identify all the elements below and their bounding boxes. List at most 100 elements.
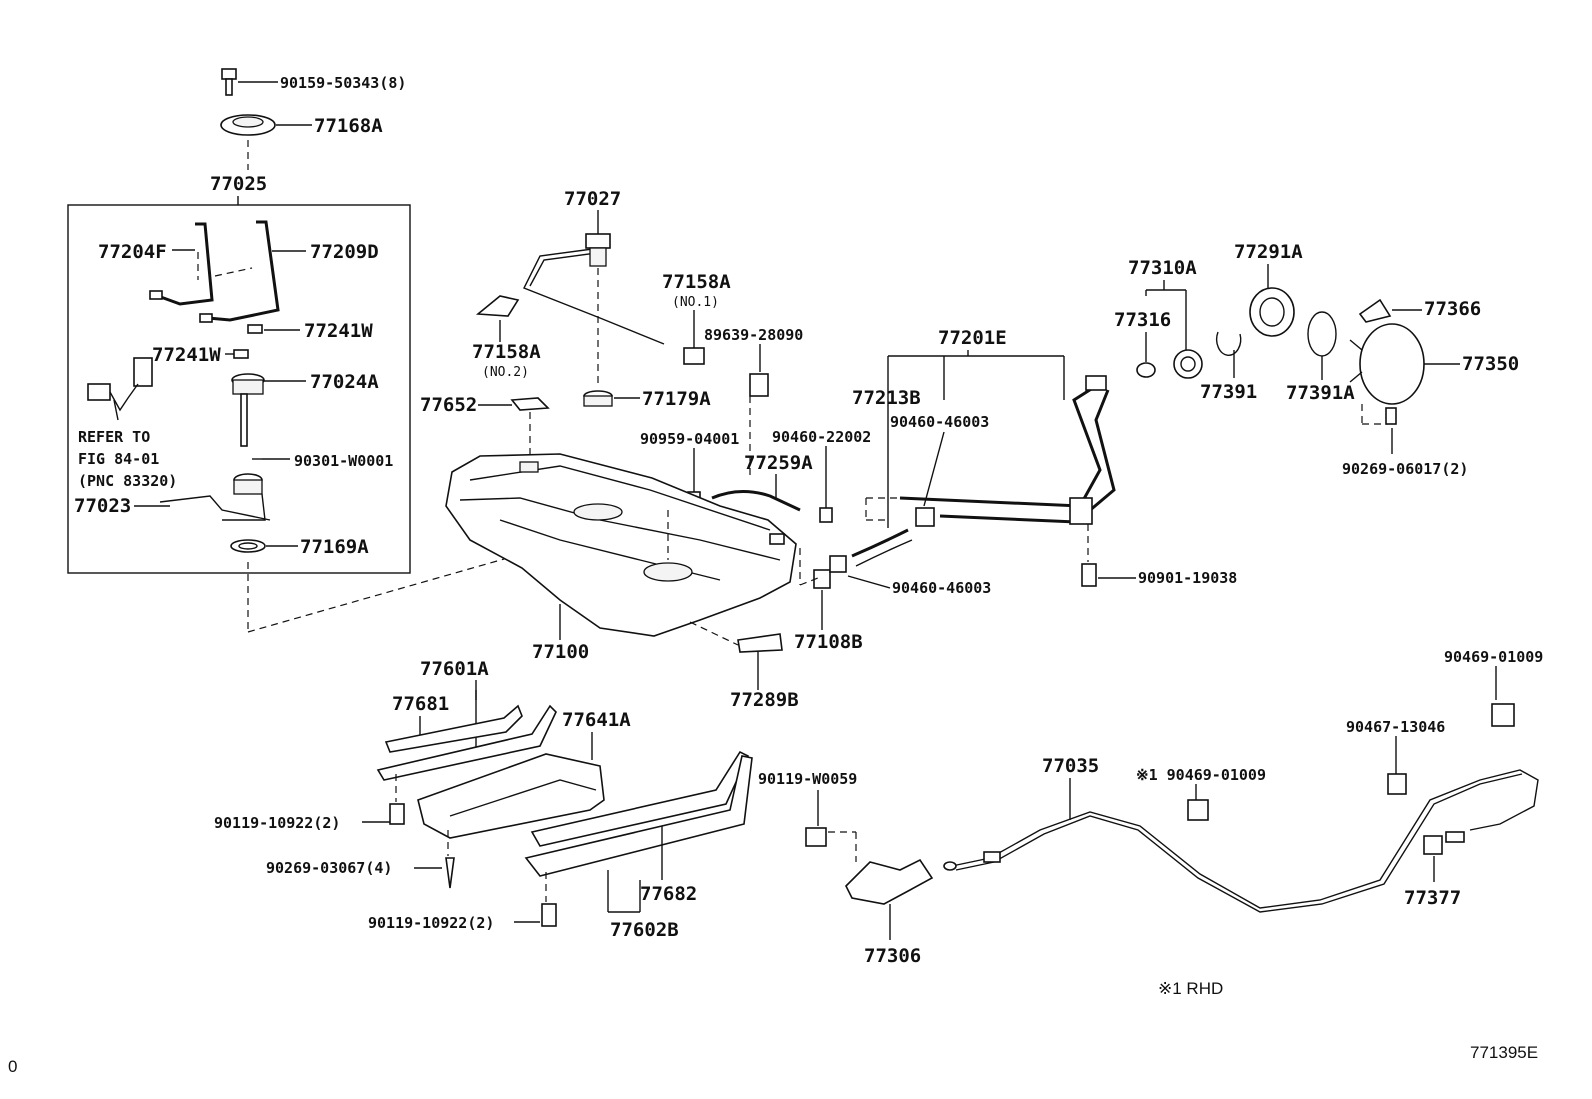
label-90119-W0059: 90119-W0059 — [758, 770, 857, 788]
bolt-90159-shape — [221, 68, 237, 96]
clamp-90460-22002-shape — [819, 507, 833, 523]
fuel-tank-77100-shape — [445, 453, 797, 637]
retainer-ring-77168A-shape — [220, 114, 276, 136]
label-77310A: 77310A — [1128, 257, 1197, 279]
clip-90467-13046-shape — [1387, 773, 1407, 795]
screw-90269-06017-shape — [1385, 407, 1397, 425]
label-77291A: 77291A — [1234, 241, 1303, 263]
label-77100: 77100 — [532, 641, 589, 663]
label-77158A-no1: 77158A — [662, 271, 731, 293]
refer-note-line1: REFER TO — [78, 428, 150, 446]
fuel-pump-assembly-group: 90159-50343(8) 77168A 77025 77204F 77209… — [67, 68, 677, 633]
band-77602B-shape — [524, 755, 753, 877]
label-90119-10922-b: 90119-10922(2) — [368, 914, 494, 932]
label-90460-22002: 90460-22002 — [772, 428, 871, 446]
rhd-footnote: ※1 RHD — [1158, 979, 1223, 998]
refer-note-line2: FIG 84-01 — [78, 450, 159, 468]
label-77289B: 77289B — [730, 689, 799, 711]
fuel-door-77350-shape — [1349, 323, 1425, 405]
assembly-frame — [67, 204, 411, 574]
pad-77681-shape — [384, 704, 523, 753]
label-77241W-b: 77241W — [152, 344, 221, 366]
lock-77377-shape — [1423, 835, 1443, 855]
gasket-77316-shape — [1136, 362, 1156, 378]
protector-77289B-shape — [737, 633, 783, 653]
label-77601A: 77601A — [420, 658, 489, 680]
refer-note-line3: (PNC 83320) — [78, 472, 177, 490]
clip-77241W-b-shape — [233, 349, 249, 359]
tube-77204F-shape — [157, 222, 214, 306]
vent-tube-77027-shape — [523, 247, 665, 345]
label-77204F: 77204F — [98, 241, 167, 263]
bolt-90119-10922-a-shape — [389, 803, 405, 825]
clamp-90460-46003-b-shape — [829, 555, 847, 573]
label-90119-10922-a: 90119-10922(2) — [214, 814, 340, 832]
label-77201E: 77201E — [938, 327, 1007, 349]
filler-pipe-group: 77201E 77213B 90460-46003 90460-46003 90… — [829, 241, 1519, 597]
label-89639-28090: 89639-28090 — [704, 326, 803, 344]
label-77158A-no2: 77158A — [472, 341, 541, 363]
label-77025: 77025 — [210, 173, 267, 195]
hinge-77366-shape — [1358, 298, 1392, 323]
label-90460-46003-b: 90460-46003 — [892, 579, 991, 597]
tube-77209D-shape — [207, 220, 280, 322]
label-77108B: 77108B — [794, 631, 863, 653]
label-77306: 77306 — [864, 945, 921, 967]
clamp-77158A-no1-shape — [683, 347, 705, 365]
label-77024A: 77024A — [310, 371, 379, 393]
pad-77652-shape — [510, 397, 550, 411]
filler-neck-77291A-shape — [1249, 287, 1295, 337]
hose-77213B-shape — [851, 528, 909, 558]
figure-code: 771395E — [1470, 1043, 1538, 1062]
label-77391: 77391 — [1200, 381, 1257, 403]
gasket-77169A-shape — [230, 539, 266, 553]
label-77377: 77377 — [1404, 887, 1461, 909]
wire-harness-connector-shape — [87, 357, 153, 421]
label-77316: 77316 — [1114, 309, 1171, 331]
clip-77241W-a-shape — [247, 324, 263, 334]
label-77391A: 77391A — [1286, 382, 1355, 404]
label-77366: 77366 — [1424, 298, 1481, 320]
cable-77035-shape — [951, 769, 1539, 909]
tank-bands-group: 77601A 77681 77641A 90119-10922(2) 90269… — [214, 658, 753, 941]
label-77681: 77681 — [392, 693, 449, 715]
label-90469-01009-a: ※1 90469-01009 — [1136, 766, 1266, 784]
clip-90269-03067-shape — [445, 857, 455, 889]
fuel-tank-group: 77027 77158A (NO.1) 77158A (NO.2) 89639-… — [420, 188, 871, 711]
lever-77306-shape — [845, 858, 934, 905]
label-77213B: 77213B — [852, 387, 921, 409]
label-77158A-no2-sub: (NO.2) — [482, 365, 529, 380]
oring-77391A-shape — [1307, 311, 1337, 357]
label-77241W-a: 77241W — [304, 320, 373, 342]
label-77027: 77027 — [564, 188, 621, 210]
bolt-90119-W0059-shape — [805, 827, 827, 847]
label-77350: 77350 — [1462, 353, 1519, 375]
fuel-sender-gauge-77024A-shape — [231, 373, 265, 447]
clamp-90469-01009-a-shape — [1187, 799, 1209, 821]
fuel-lid-opener-group: 90119-W0059 77306 77035 ※1 90469-01009 9… — [758, 648, 1543, 998]
label-77179A: 77179A — [642, 388, 711, 410]
label-77652: 77652 — [420, 394, 477, 416]
label-77641A: 77641A — [562, 709, 631, 731]
label-90159-50343: 90159-50343(8) — [280, 74, 406, 92]
pad-77682-shape — [530, 750, 750, 847]
label-77169A: 77169A — [300, 536, 369, 558]
bolt-90119-10922-b-shape — [541, 903, 557, 927]
label-77023: 77023 — [74, 495, 131, 517]
label-77158A-no1-sub: (NO.1) — [672, 295, 719, 310]
clamp-90469-01009-b-shape — [1491, 703, 1515, 727]
bolt-90901-shape — [1081, 563, 1097, 587]
sensor-89639-shape — [749, 373, 769, 397]
filler-pipe-77201E-shape — [899, 384, 1102, 508]
label-90467-13046: 90467-13046 — [1346, 718, 1445, 736]
oring-77391-shape — [1215, 331, 1242, 356]
label-90469-01009-b: 90469-01009 — [1444, 648, 1543, 666]
label-77168A: 77168A — [314, 115, 383, 137]
label-90269-03067: 90269-03067(4) — [266, 859, 392, 877]
band-77601A-shape — [376, 704, 557, 781]
fuel-cap-77310A-shape — [1173, 349, 1203, 379]
label-90269-06017: 90269-06017(2) — [1342, 460, 1468, 478]
label-77209D: 77209D — [310, 241, 379, 263]
label-90959-04001: 90959-04001 — [640, 430, 739, 448]
